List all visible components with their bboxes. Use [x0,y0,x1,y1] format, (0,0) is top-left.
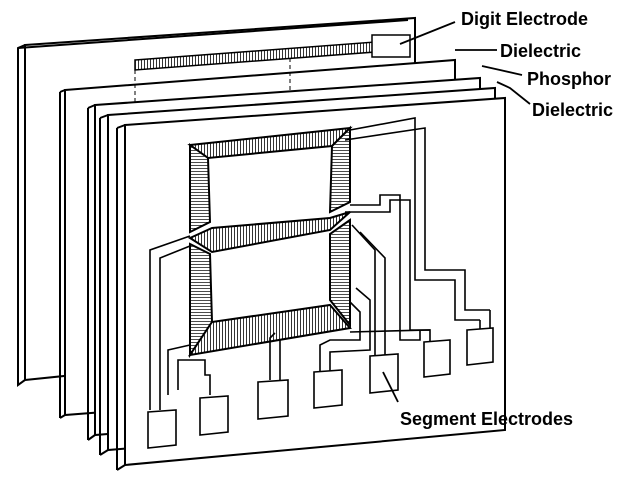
contact-pads [147,327,494,449]
label-segment-electrodes: Segment Electrodes [400,409,573,429]
seven-segment-digit [187,125,353,359]
leader-lines [382,21,531,403]
label-dielectric-bottom: Dielectric [532,100,613,120]
label-dielectric-top: Dielectric [500,41,581,61]
label-phosphor: Phosphor [527,69,611,89]
segment-electrode-layer [116,96,506,471]
label-digit-electrode: Digit Electrode [461,9,588,29]
segment-leads [149,117,491,410]
